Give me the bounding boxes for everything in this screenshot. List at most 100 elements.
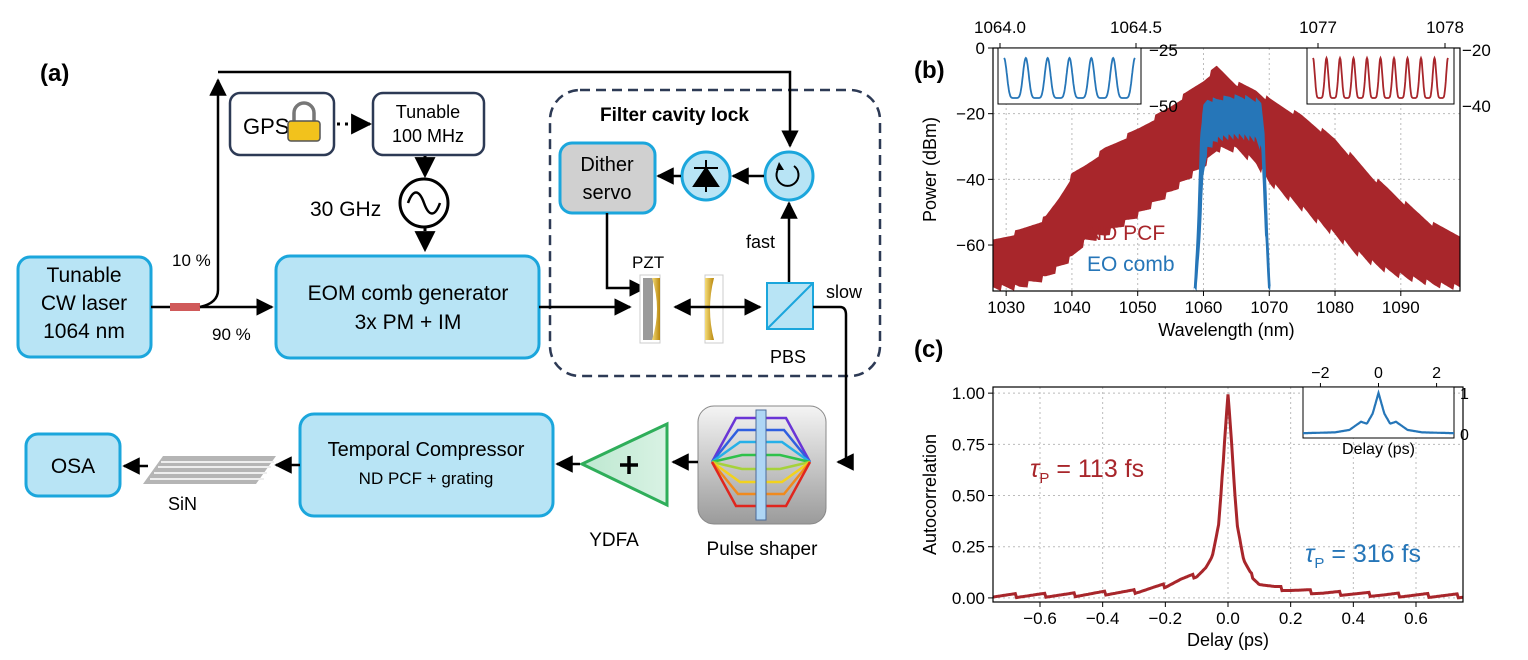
inset-right-tick-label: 1 [1460, 386, 1469, 403]
pzt-label: PZT [632, 253, 664, 272]
x-tick-label: 1070 [1250, 298, 1288, 317]
filter-cavity-label: Filter cavity lock [600, 105, 749, 126]
freq-label: 30 GHz [310, 198, 381, 221]
svg-text:Tunable: Tunable [396, 102, 460, 122]
compressor-box: Temporal Compressor ND PCF + grating [298, 412, 555, 518]
y-axis-label: Power (dBm) [920, 117, 940, 222]
x-tick-label: 1090 [1382, 298, 1420, 317]
x-axis-label: Wavelength (nm) [1158, 320, 1294, 340]
inset-top-tick-label: 1077 [1299, 18, 1337, 37]
y-tick-label: 0 [976, 39, 985, 58]
pulse-shaper-label: Pulse shaper [707, 539, 819, 560]
legend-nd-pcf: ND PCF [1087, 222, 1165, 245]
x-tick-label: 0.4 [1342, 609, 1366, 628]
x-tick-label: 0.6 [1404, 609, 1428, 628]
panel-b-label: (b) [914, 57, 945, 84]
svg-text:3x PM + IM: 3x PM + IM [355, 311, 462, 334]
svg-text:servo: servo [583, 182, 632, 204]
y-tick-label: 0.75 [952, 435, 985, 454]
svg-text:OSA: OSA [51, 455, 95, 478]
y-tick-label: −40 [956, 170, 985, 189]
y-tick-label: 1.00 [952, 384, 985, 403]
inset-right-tick-label: −25 [1149, 41, 1178, 60]
cavity-mirror-left [639, 274, 661, 344]
series-area [1193, 94, 1271, 291]
photodiode-icon [680, 150, 732, 202]
x-tick-label: 0.2 [1279, 609, 1303, 628]
sin-label: SiN [168, 494, 197, 514]
reference-box: Tunable 100 MHz [371, 91, 486, 157]
panel-c-label: (c) [914, 336, 943, 363]
inset-top-tick-label: 2 [1432, 365, 1441, 382]
y-axis-label: Autocorrelation [920, 434, 940, 555]
svg-text:Temporal Compressor: Temporal Compressor [328, 439, 525, 461]
tau-blue-annotation: τP = 316 fs [1305, 540, 1421, 572]
inset-right-tick-label: 0 [1460, 427, 1469, 444]
filter-cavity-region [548, 88, 882, 378]
pbs-label: PBS [770, 347, 806, 367]
inset-top-tick-label: 1078 [1426, 18, 1464, 37]
svg-text:Dither: Dither [580, 154, 634, 176]
series-group [993, 394, 1463, 600]
inset-x-label: Delay (ps) [1342, 441, 1415, 458]
inset-right-tick-label: −50 [1149, 97, 1178, 116]
pbs-cube [766, 282, 814, 330]
split-10-label: 10 % [172, 251, 211, 270]
y-tick-label: 0.00 [952, 589, 985, 608]
inset-right-tick-label: −40 [1462, 97, 1491, 116]
gps-box: GPS [228, 91, 336, 157]
tau-red-annotation: τP = 113 fs [1030, 455, 1144, 487]
inset-top-tick-label: 0 [1374, 365, 1383, 382]
x-tick-label: −0.6 [1023, 609, 1057, 628]
x-tick-label: 1040 [1053, 298, 1091, 317]
ydfa-amplifier-icon [578, 421, 669, 508]
split-90-label: 90 % [212, 325, 251, 344]
x-axis-label: Delay (ps) [1187, 630, 1269, 650]
y-tick-label: 0.50 [952, 487, 985, 506]
rf-source-icon [398, 177, 450, 229]
panel-a-label: (a) [40, 60, 69, 87]
cavity-mirror-right [704, 274, 724, 344]
series-group [993, 65, 1460, 291]
series-area [993, 65, 1460, 291]
circulator-icon [763, 150, 815, 202]
svg-text:CW laser: CW laser [41, 292, 127, 315]
eom-box: EOM comb generator 3x PM + IM [274, 254, 541, 360]
slow-label: slow [826, 282, 863, 302]
osa-box: OSA [24, 432, 122, 498]
laser-box: Tunable CW laser 1064 nm [16, 255, 153, 359]
plot-frame [992, 47, 1461, 292]
svg-text:ND PCF + grating: ND PCF + grating [359, 469, 494, 488]
x-tick-label: 1030 [987, 298, 1025, 317]
svg-text:100 MHz: 100 MHz [392, 126, 464, 146]
svg-text:Tunable: Tunable [46, 264, 121, 287]
x-tick-label: −0.2 [1149, 609, 1183, 628]
dither-servo-box: Dither servo [558, 141, 657, 215]
inset-series-line [1312, 55, 1449, 99]
inset-top-tick-label: 1064.0 [974, 18, 1026, 37]
y-tick-label: 0.25 [952, 538, 985, 557]
x-tick-label: 1050 [1119, 298, 1157, 317]
svg-text:1064 nm: 1064 nm [43, 320, 125, 343]
spectrum-chart: 1030 1040 1050 1060 1070 1080 1090 0 −20 −40 −60Wa… [920, 18, 1491, 340]
lock-icon [287, 101, 321, 142]
legend-eo-comb: EO comb [1087, 253, 1175, 276]
x-tick-label: 0.0 [1216, 609, 1240, 628]
pulse-shaper-icon [697, 405, 827, 525]
svg-text:EOM comb generator: EOM comb generator [308, 282, 509, 305]
series-line [993, 394, 1463, 600]
inset-series-line [1303, 389, 1454, 435]
inset-series-line [1003, 56, 1136, 99]
inset-top-tick-label: −2 [1311, 365, 1329, 382]
inset-right-tick-label: −20 [1462, 41, 1491, 60]
y-tick-label: −20 [956, 105, 985, 124]
y-tick-label: −60 [956, 236, 985, 255]
ydfa-label: YDFA [589, 530, 639, 551]
fiber-splitter [170, 303, 200, 311]
x-tick-label: 1060 [1185, 298, 1223, 317]
inset-top-tick-label: 1064.5 [1110, 18, 1162, 37]
x-tick-label: 1080 [1316, 298, 1354, 317]
sin-chip-icon [143, 456, 276, 484]
